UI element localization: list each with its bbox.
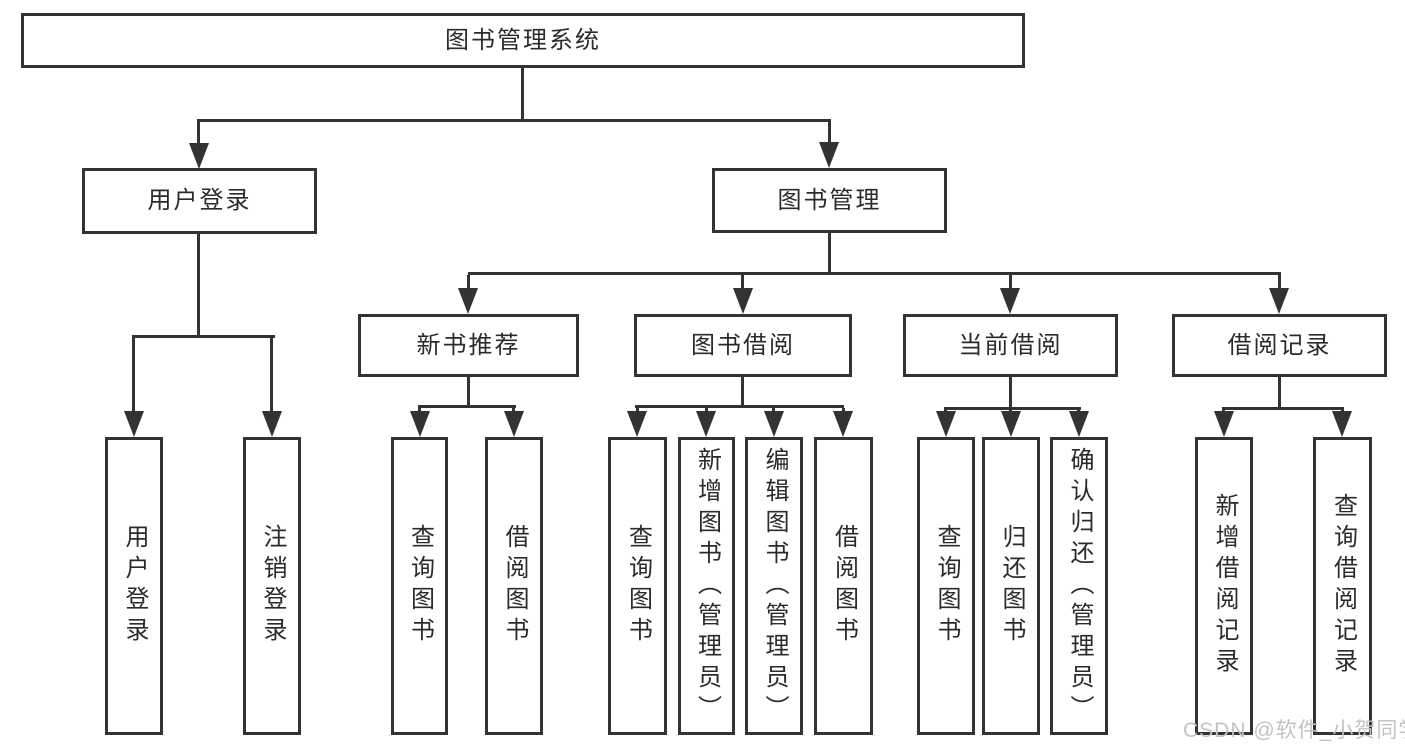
connector-line bbox=[132, 338, 135, 413]
connector-line bbox=[944, 407, 1081, 410]
connector-line bbox=[197, 119, 831, 122]
arrow-down-icon bbox=[627, 411, 647, 437]
connector-line bbox=[418, 405, 516, 408]
node-current-borrowing: 当前借阅 bbox=[903, 314, 1118, 377]
connector-line bbox=[270, 338, 273, 413]
node-new-book-recommendation: 新书推荐 bbox=[358, 314, 579, 377]
arrow-down-icon bbox=[1001, 411, 1021, 437]
connector-line bbox=[467, 377, 470, 408]
arrow-down-icon bbox=[1214, 411, 1234, 437]
connector-line bbox=[468, 272, 1281, 275]
watermark: CSDN @软件_小贺同学 bbox=[1183, 719, 1405, 742]
leaf-borrow-books-borrow: 借阅图书 bbox=[814, 437, 873, 735]
connector-line bbox=[197, 119, 200, 145]
arrow-down-icon bbox=[764, 411, 784, 437]
arrow-down-icon bbox=[733, 288, 753, 314]
arrow-down-icon bbox=[504, 411, 524, 437]
arrow-down-icon bbox=[833, 411, 853, 437]
arrow-down-icon bbox=[696, 411, 716, 437]
leaf-confirm-return-admin: 确认归还（管理员） bbox=[1050, 437, 1108, 735]
connector-line bbox=[1278, 275, 1281, 289]
connector-line bbox=[1009, 377, 1012, 410]
leaf-logout: 注销登录 bbox=[243, 437, 301, 735]
arrow-down-icon bbox=[1000, 288, 1020, 314]
node-book-management: 图书管理 bbox=[712, 168, 947, 233]
node-borrowing-records: 借阅记录 bbox=[1172, 314, 1387, 377]
leaf-user-login: 用户登录 bbox=[105, 437, 163, 735]
arrow-down-icon bbox=[819, 142, 839, 168]
node-user-login: 用户登录 bbox=[82, 168, 317, 234]
leaf-add-books-admin: 新增图书（管理员） bbox=[678, 437, 735, 735]
connector-line bbox=[828, 232, 831, 275]
leaf-edit-books-admin: 编辑图书（管理员） bbox=[745, 437, 803, 735]
leaf-query-books-current: 查询图书 bbox=[917, 437, 975, 735]
arrow-down-icon bbox=[124, 411, 144, 437]
connector-line bbox=[1009, 275, 1012, 289]
arrow-down-icon bbox=[1332, 411, 1352, 437]
arrow-down-icon bbox=[1269, 288, 1289, 314]
leaf-borrow-books-recommend: 借阅图书 bbox=[485, 437, 543, 735]
connector-line bbox=[741, 275, 744, 289]
node-library-management-system: 图书管理系统 bbox=[21, 13, 1025, 68]
leaf-add-borrow-record: 新增借阅记录 bbox=[1195, 437, 1253, 735]
arrow-down-icon bbox=[262, 411, 282, 437]
connector-line bbox=[197, 233, 200, 338]
arrow-down-icon bbox=[189, 143, 209, 169]
connector-line bbox=[132, 335, 275, 338]
node-book-borrowing: 图书借阅 bbox=[634, 314, 852, 377]
connector-line bbox=[741, 377, 744, 408]
leaf-return-books: 归还图书 bbox=[982, 437, 1040, 735]
connector-line bbox=[1278, 377, 1281, 410]
leaf-query-books-recommend: 查询图书 bbox=[391, 437, 448, 735]
connector-line bbox=[828, 119, 831, 144]
connector-line bbox=[635, 405, 844, 408]
connector-line bbox=[1222, 407, 1344, 410]
connector-line bbox=[467, 275, 470, 289]
arrow-down-icon bbox=[936, 411, 956, 437]
leaf-query-books-borrow: 查询图书 bbox=[608, 437, 667, 735]
connector-line bbox=[521, 66, 524, 121]
leaf-query-borrow-record: 查询借阅记录 bbox=[1313, 437, 1372, 735]
arrow-down-icon bbox=[410, 411, 430, 437]
arrow-down-icon bbox=[458, 288, 478, 314]
arrow-down-icon bbox=[1069, 411, 1089, 437]
